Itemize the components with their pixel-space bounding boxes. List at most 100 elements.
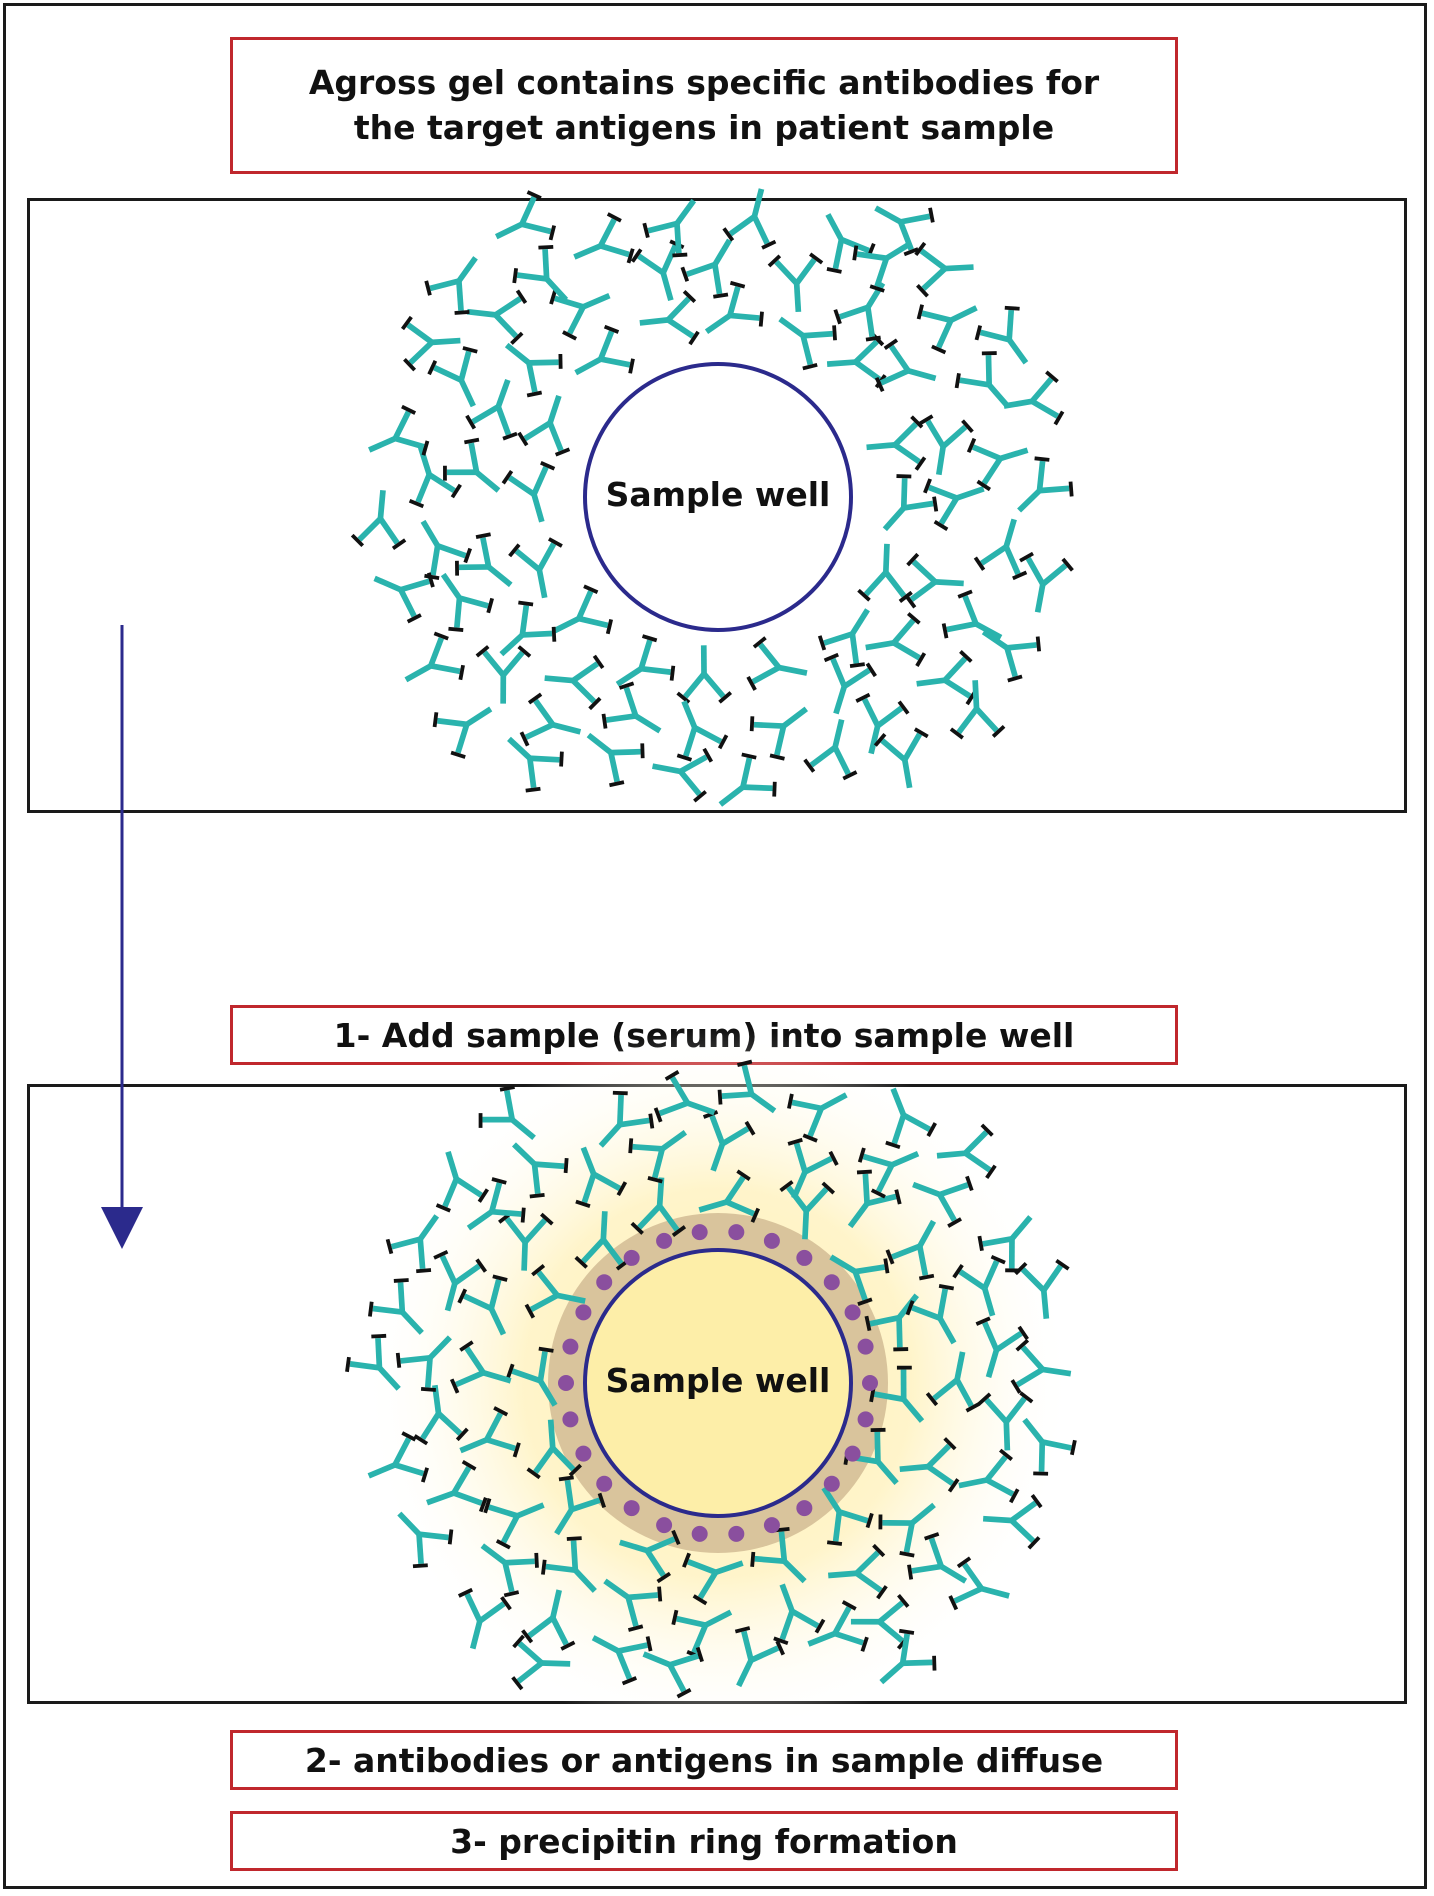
antibody-icon (981, 629, 1042, 683)
precipitin-dot (862, 1375, 878, 1391)
antibody-icon (982, 1494, 1043, 1550)
antibody-icon (916, 304, 978, 355)
antibody-icon (1003, 370, 1065, 426)
antibody-icon (918, 414, 974, 476)
antibody-icon (400, 315, 461, 372)
antibody-icon (459, 1406, 521, 1458)
antibody-icon (408, 446, 462, 509)
precipitin-dot (575, 1445, 592, 1462)
antibody-icon (507, 736, 564, 793)
antibody-field-1 (350, 188, 1074, 807)
precipitin-dot (691, 1525, 708, 1542)
antibody-icon (899, 1437, 960, 1493)
antibody-icon (619, 1529, 681, 1584)
antibody-icon (345, 1333, 401, 1391)
antibody-icon (974, 305, 1029, 365)
antibody-icon (642, 1646, 704, 1699)
antibody-icon (1019, 551, 1074, 613)
panel-1-diagram: Sample well (350, 188, 1074, 807)
antibody-icon (591, 1635, 653, 1686)
antibody-icon (847, 1169, 902, 1229)
antibody-icon (873, 727, 929, 789)
antibody-icon (825, 213, 876, 274)
antibody-icon (549, 289, 611, 341)
antibody-icon (494, 190, 557, 241)
antibody-icon (680, 238, 732, 299)
antibody-icon (526, 1419, 582, 1480)
antibody-icon (936, 1123, 997, 1179)
antibody-icon (639, 289, 700, 346)
antibody-icon (424, 256, 478, 315)
precipitin-dot (562, 1338, 579, 1355)
antibody-icon (404, 631, 465, 683)
antibody-icon (501, 461, 556, 523)
antibody-icon (367, 1431, 429, 1483)
antibody-icon (368, 1278, 424, 1335)
antibody-icon (598, 1090, 655, 1148)
antibody-icon (746, 636, 808, 691)
antibody-icon (864, 1293, 919, 1352)
sample-well-label-2: Sample well (606, 1361, 831, 1400)
antibody-icon (511, 1634, 571, 1691)
precipitin-dot (623, 1249, 640, 1266)
antibody-icon (773, 1583, 826, 1646)
antibody-icon (948, 1556, 1010, 1611)
antibody-icon (882, 474, 939, 532)
precipitin-dot (763, 1232, 780, 1249)
antibody-icon (829, 1254, 890, 1306)
antibody-icon (466, 289, 528, 345)
sample-well-empty (583, 362, 853, 632)
antibody-icon (574, 324, 635, 376)
antibody-icon (857, 1147, 920, 1199)
antibody-icon (682, 1552, 744, 1606)
antibody-icon (440, 572, 494, 632)
antibody-icon (973, 518, 1028, 581)
antibody-icon (397, 1511, 454, 1569)
antibody-icon (850, 1594, 910, 1650)
antibody-icon (878, 1502, 936, 1558)
antibody-icon (907, 1532, 968, 1584)
precipitin-dot (857, 1338, 874, 1355)
antibody-icon (1017, 456, 1074, 513)
antibody-icon (465, 378, 518, 441)
antibody-icon (941, 589, 1003, 640)
antibody-icon (865, 612, 927, 667)
precipitin-dot (623, 1500, 640, 1517)
antibody-icon (615, 634, 676, 687)
antibody-icon (750, 1527, 807, 1584)
precipitin-dot (728, 1224, 745, 1241)
antibody-icon (925, 1351, 981, 1413)
antibody-icon (857, 543, 913, 603)
antibody-icon (541, 1536, 597, 1593)
caption-gel-description: Agross gel contains specific antibodies … (230, 37, 1178, 174)
antibody-icon (912, 1175, 974, 1228)
antibody-icon (803, 718, 858, 781)
antibody-icon (554, 1475, 606, 1536)
antibody-icon (427, 346, 478, 408)
antibody-icon (885, 1087, 937, 1150)
precipitin-dot (558, 1375, 574, 1391)
antibody-icon (395, 1335, 452, 1392)
precipitin-dot (763, 1517, 780, 1534)
antibody-icon (718, 752, 777, 807)
antibody-icon (350, 490, 407, 550)
antibody-icon (642, 198, 697, 258)
precipitin-dot (596, 1274, 613, 1291)
antibody-icon (874, 205, 935, 257)
precipitin-dot (844, 1304, 861, 1321)
antibody-icon (833, 281, 886, 342)
antibody-icon (652, 747, 714, 803)
antibody-icon (698, 1169, 761, 1223)
antibody-icon (519, 692, 582, 747)
antibody-icon (749, 706, 809, 761)
antibody-icon (855, 692, 910, 755)
antibody-icon (586, 732, 645, 788)
antibody-icon (504, 342, 563, 398)
antibody-icon (821, 1486, 874, 1546)
antibody-icon (457, 1274, 508, 1336)
antibody-icon (966, 437, 1029, 492)
antibody-icon (807, 1600, 869, 1652)
antibody-icon (702, 1110, 756, 1172)
antibody-icon (483, 1498, 545, 1550)
